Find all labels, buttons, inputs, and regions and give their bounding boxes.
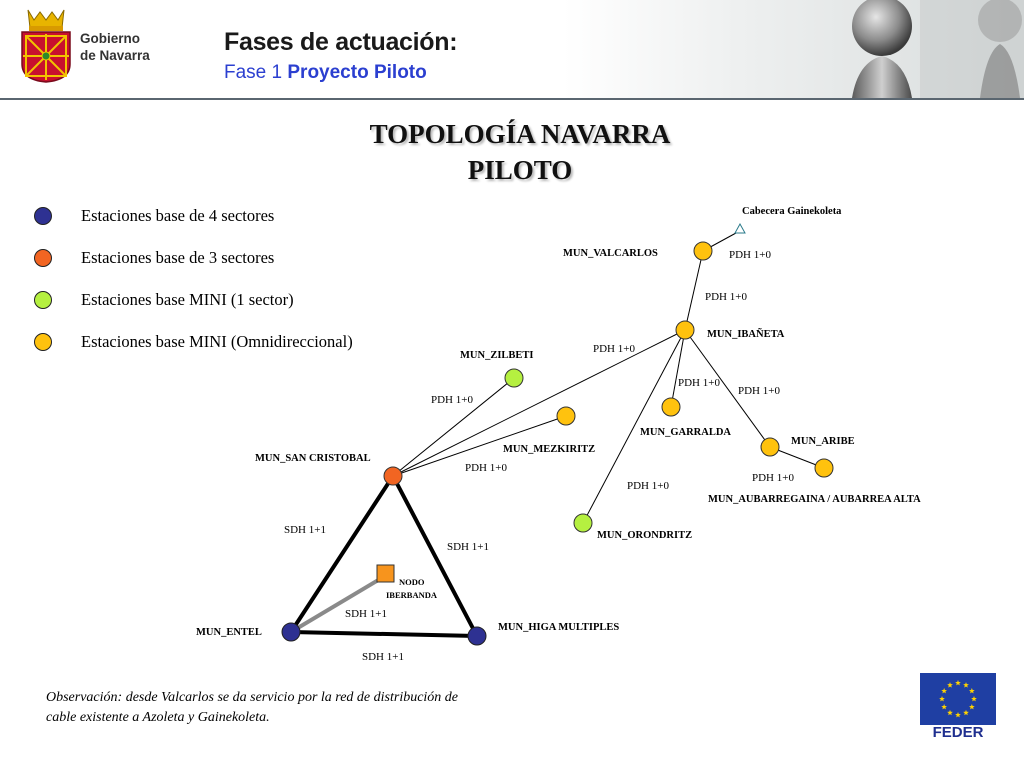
- eu-star-icon: [947, 709, 953, 716]
- label-nodo-line2: IBERBANDA: [386, 590, 438, 600]
- legend-label: Estaciones base MINI (1 sector): [81, 290, 294, 309]
- link-entel-higa: [289, 630, 479, 638]
- link-ibaneta-garralda: [670, 329, 686, 408]
- navarra-coat-of-arms-logo: [21, 9, 71, 83]
- link-sancristobal-higa: [391, 474, 479, 638]
- link-mezkiritz-sancristobal: [392, 415, 567, 477]
- linklabel-ibaneta-sancristobal: PDH 1+0: [593, 343, 635, 355]
- legend-label: Estaciones base MINI (Omnidireccional): [81, 332, 353, 351]
- node-san-cristobal: [383, 466, 403, 486]
- subtitle-highlight: Proyecto Piloto: [287, 62, 427, 83]
- linklabel-entel-nodo: SDH 1+1: [345, 608, 387, 620]
- eu-star-icon: [955, 680, 961, 686]
- node-ibaneta: [675, 320, 695, 340]
- eu-star-icon: [969, 688, 975, 694]
- eu-star-icon: [955, 712, 961, 718]
- subtitle-prefix: Fase 1: [224, 62, 283, 83]
- link-sancristobal-entel: [289, 474, 395, 634]
- label-entel: MUN_ENTEL: [196, 627, 262, 638]
- eu-star-icon: [941, 704, 947, 710]
- label-ibaneta: MUN_IBAÑETA: [707, 328, 785, 340]
- legend-label: Estaciones base de 4 sectores: [81, 206, 275, 225]
- diagram-title: TOPOLOGÍA NAVARRA PILOTO: [369, 119, 671, 185]
- legend-dot-green: [34, 291, 52, 309]
- linklabel-cab-valcarlos: PDH 1+0: [729, 249, 771, 261]
- linklabel-zilbeti-sancristobal: PDH 1+0: [431, 394, 473, 406]
- node-garralda: [661, 397, 681, 417]
- link-ibaneta-sancristobal: [392, 329, 686, 477]
- cabecera-triangle-icon: [734, 222, 746, 234]
- feder-label: FEDER: [932, 724, 984, 741]
- legend-dot-blue: [34, 207, 52, 225]
- observation-note: Observación: desde Valcarlos se da servi…: [46, 690, 459, 725]
- node-aribe: [760, 437, 780, 457]
- linklabel-sancristobal-higa: SDH 1+1: [447, 541, 489, 553]
- linklabel-ibaneta-aribe: PDH 1+0: [738, 385, 780, 397]
- eu-star-icon: [941, 688, 947, 694]
- linklabel-sancristobal-entel: SDH 1+1: [284, 524, 326, 536]
- page-title: Fases de actuación:: [224, 28, 458, 56]
- eu-star-icon: [963, 709, 969, 716]
- node-orondritz: [573, 513, 593, 533]
- link-aribe-aubarregaina: [769, 446, 825, 469]
- node-higa: [467, 626, 487, 646]
- label-higa: MUN_HIGA MULTIPLES: [498, 622, 619, 633]
- logo-text: Gobierno de Navarra: [80, 31, 150, 63]
- node-entel: [281, 622, 301, 642]
- label-mezkiritz: MUN_MEZKIRITZ: [503, 444, 595, 455]
- link-zilbeti-sancristobal: [392, 377, 515, 477]
- linklabel-entel-higa: SDH 1+1: [362, 651, 404, 663]
- node-valcarlos: [693, 241, 713, 261]
- eu-flag-logo: [920, 673, 996, 725]
- linklabel-ibaneta-orondritz: PDH 1+0: [627, 480, 669, 492]
- node-nodo-iberbanda: [376, 564, 395, 583]
- label-valcarlos: MUN_VALCARLOS: [563, 248, 658, 259]
- eu-star-icon: [969, 704, 975, 710]
- label-garralda: MUN_GARRALDA: [640, 427, 731, 438]
- label-aubarregaina: MUN_AUBARREGAINA / AUBARREA ALTA: [708, 494, 921, 505]
- chess-piece-image: [852, 0, 1024, 98]
- eu-star-icon: [947, 682, 953, 688]
- label-cabecera: Cabecera Gainekoleta: [742, 206, 842, 217]
- node-aubarregaina: [814, 458, 834, 478]
- eu-star-icon: [971, 696, 977, 702]
- legend-dot-yellow: [34, 333, 52, 351]
- linklabel-ibaneta-garralda: PDH 1+0: [678, 377, 720, 389]
- legend-dot-orange: [34, 249, 52, 267]
- label-nodo-line1: NODO: [399, 577, 425, 587]
- label-san-cristobal: MUN_SAN CRISTOBAL: [255, 453, 371, 464]
- page-subtitle: Fase 1 Proyecto Piloto: [224, 62, 427, 84]
- node-mezkiritz: [556, 406, 576, 426]
- link-ibaneta-orondritz: [582, 329, 686, 524]
- eu-star-icon: [939, 696, 945, 702]
- link-ibaneta-aribe: [684, 329, 771, 448]
- label-aribe: MUN_ARIBE: [791, 436, 855, 447]
- link-entel-nodo: [289, 574, 387, 634]
- linklabel-aribe-aubarregaina: PDH 1+0: [752, 472, 794, 484]
- legend-label: Estaciones base de 3 sectores: [81, 248, 275, 267]
- linklabel-mezkiritz-sancristobal: PDH 1+0: [465, 462, 507, 474]
- label-zilbeti: MUN_ZILBETI: [460, 350, 534, 361]
- node-zilbeti: [504, 368, 524, 388]
- link-valcarlos-ibaneta: [684, 250, 704, 331]
- header-band: Gobierno de Navarra Fases de actuación: …: [0, 0, 1024, 100]
- linklabel-valcarlos-ibaneta: PDH 1+0: [705, 291, 747, 303]
- eu-star-icon: [963, 682, 969, 688]
- label-orondritz: MUN_ORONDRITZ: [597, 530, 692, 541]
